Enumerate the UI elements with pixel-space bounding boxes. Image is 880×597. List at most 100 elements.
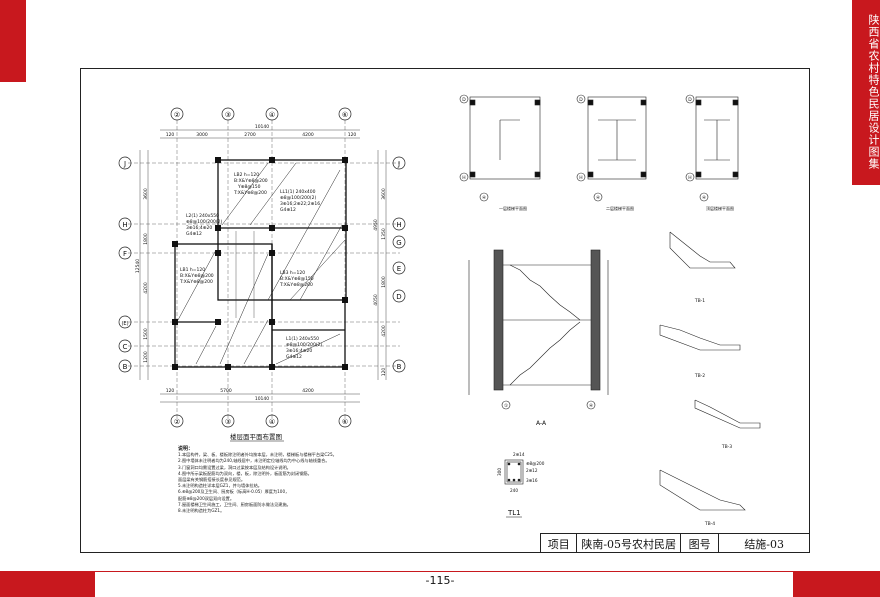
- dim-text: 1800: [381, 276, 387, 288]
- plan-label: T:X&Y⊕8@200: [233, 190, 267, 196]
- plan-label: ⊕8@100/200(2): [186, 219, 222, 225]
- stair-plan-axis: D: [688, 97, 692, 103]
- plan-label: B:X&Y⊕8@150: [280, 276, 314, 282]
- dim-text: 4200: [302, 388, 314, 394]
- dim-text: 1200: [143, 351, 149, 363]
- dim-text: 1800: [143, 233, 149, 245]
- tl1-side-bars: 2⊕12: [526, 468, 538, 473]
- tl1-width: 240: [510, 488, 518, 493]
- dim-text: 5700: [220, 388, 232, 394]
- dim-text: 4950: [373, 219, 379, 231]
- page-number: -115-: [425, 574, 455, 587]
- right-axis-label: B: [397, 363, 402, 371]
- left-axis-label: B: [123, 363, 128, 371]
- note-line: 2.图中墙体未注明者均为240,轴线居中，未注明定位轴线均为中心线与轴线重合。: [178, 458, 330, 464]
- tl1-bottom-bars: 3⊕16: [526, 478, 538, 483]
- dim-text: 3600: [381, 188, 387, 200]
- section-title: A-A: [536, 420, 547, 427]
- plan-label: 3⊕16;4⊕20: [286, 348, 312, 354]
- tb-label: TB-1: [694, 298, 705, 304]
- plan-label: B:X&Y⊕8@200: [180, 273, 214, 279]
- tl1-height: 300: [497, 468, 502, 476]
- dim-text: 12540: [135, 259, 141, 273]
- project-name: 陕南-05号农村民居: [577, 534, 681, 553]
- top-axis-label: ⑥: [342, 111, 348, 119]
- dim-text: 1500: [143, 328, 149, 340]
- plan-label: T:X&Y⊕8@200: [179, 279, 213, 285]
- dim-text: 2700: [244, 132, 256, 138]
- plan-label: ⊕8@100/200(2): [286, 342, 322, 348]
- drawing-no: 结施-03: [719, 534, 810, 553]
- design-notes: 说明： 1.本层构件，梁、板、楼板除注明者外均按本层，未注明，楼梯板与楼梯平台梁…: [178, 446, 378, 514]
- dim-text: 120: [166, 388, 175, 394]
- tb-label: TB-2: [694, 373, 705, 379]
- stair-plan-title: 顶层楼梯平面图: [706, 205, 734, 211]
- tb-label: TB-4: [704, 521, 715, 527]
- dim-text: 120: [166, 132, 175, 138]
- left-axis-label: J: [123, 160, 126, 168]
- dim-text: 10140: [255, 124, 269, 130]
- plan-label: G4⊕12: [286, 354, 302, 360]
- right-axis-label: G: [396, 239, 401, 247]
- stair-plan-axis: H: [462, 175, 465, 181]
- dim-text: 3000: [196, 132, 208, 138]
- plan-label: 3⊕16;2⊕22;2⊕16: [280, 201, 320, 207]
- plan-label: ⊕8@100/200(2): [280, 195, 316, 201]
- note-line: 7.屋面楼梯卫生间施工，卫生间、厨房板面防水做法见建施。: [178, 501, 291, 507]
- stair-plan-title: 一层楼梯平面图: [499, 205, 527, 211]
- stair-plan-axis: H: [688, 175, 691, 181]
- bottom-axis-label: ④: [269, 418, 275, 426]
- plan-label: LB3 h=120: [280, 270, 305, 276]
- left-axis-label: (E): [121, 321, 128, 327]
- note-line: 1.本层构件，梁、板、楼板除注明者外均按本层，未注明，楼梯板与楼梯平台梁C25。: [178, 452, 337, 458]
- stair-plan-title: 二层楼梯平面图: [606, 205, 634, 211]
- stair-plan-axis: D: [462, 97, 466, 103]
- plan-label: T:X&Y⊕8@200: [279, 282, 313, 288]
- sidebar-title: 陕西省农村特色民居设计图集: [867, 14, 880, 170]
- dim-text: 4200: [143, 282, 149, 294]
- sidebar-banner: 陕西省农村特色民居设计图集: [852, 0, 880, 185]
- top-axis-label: ②: [174, 111, 180, 119]
- dim-text: 120: [348, 132, 357, 138]
- stair-plan-axis: D: [579, 97, 583, 103]
- dim-text: 4050: [373, 294, 379, 306]
- plan-label: LB2 h=120: [234, 172, 259, 178]
- footer-line: [0, 571, 880, 572]
- plan-label: L2(1) 240x550: [186, 213, 219, 219]
- plan-label: 3⊕16;4⊕20: [186, 225, 212, 231]
- plan-label: Y⊕8@150: [237, 184, 261, 190]
- bottom-axis-label: ②: [174, 418, 180, 426]
- plan-label: L1(1) 240x550: [286, 336, 319, 342]
- dim-text: 10140: [255, 396, 269, 402]
- tl1-stirrup: ⊕8@200: [526, 461, 545, 466]
- bottom-right-red-tab: [793, 571, 880, 597]
- section-axis: ④: [589, 403, 593, 409]
- plan-label: G4⊕12: [186, 231, 202, 237]
- stair-plan-axis: H: [579, 175, 582, 181]
- note-line: 4.图中所示梁板配筋均为双向，楼，板，除注明外，板面筋为封闭钢筋。: [178, 470, 312, 476]
- bottom-left-red-tab: [0, 571, 95, 597]
- stair-plan-axis: ④: [702, 195, 706, 201]
- note-line: 面层梁有关钢筋搭接长度参见规范。: [178, 477, 246, 483]
- top-axis-label: ④: [269, 111, 275, 119]
- title-block: 项目 陕南-05号农村民居 图号 结施-03: [540, 533, 810, 553]
- plan-label: B:X&Y⊕8@200: [234, 178, 268, 184]
- drawing-no-label: 图号: [681, 534, 720, 553]
- top-axis-label: ③: [225, 111, 231, 119]
- note-line: 3.门窗洞口均需设置过梁，洞口过梁按本层及结构设计说明。: [178, 464, 291, 470]
- dim-text: 4200: [381, 325, 387, 337]
- top-left-red-tab: [0, 0, 26, 82]
- dim-text: 120: [381, 368, 387, 377]
- right-axis-label: E: [397, 265, 401, 273]
- tl1-top-bars: 2⊕14: [513, 452, 525, 457]
- bottom-axis-label: ⑥: [342, 418, 348, 426]
- project-label: 项目: [541, 534, 578, 553]
- plan-label: LB1 h=120: [180, 267, 205, 273]
- note-line: 配筋⊕8@200双层双向设置。: [178, 495, 235, 501]
- note-line: 8.未注明构造柱为GZ1。: [178, 508, 225, 514]
- right-axis-label: H: [396, 221, 401, 229]
- drawing-sheet: [80, 68, 810, 553]
- left-axis-label: F: [123, 250, 127, 258]
- dim-text: 3600: [143, 188, 149, 200]
- stair-plan-axis: ④: [596, 195, 600, 201]
